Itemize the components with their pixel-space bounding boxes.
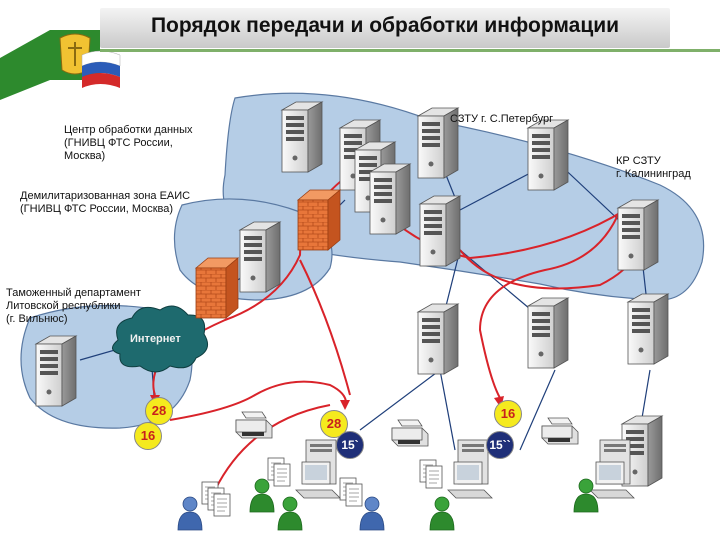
badge-28: 28 xyxy=(145,397,173,425)
label-kaliningrad: КР СЗТУ г. Калининград xyxy=(616,155,691,180)
russian-flag xyxy=(81,50,121,88)
server-icon xyxy=(281,101,323,173)
green-banner xyxy=(0,30,50,100)
badge-15: 15` xyxy=(336,431,364,459)
printer-icon xyxy=(391,419,429,447)
document-icon xyxy=(345,483,363,507)
printer-icon xyxy=(235,411,273,439)
label-data-center: Центр обработки данных (ГНИВЦ ФТС России… xyxy=(64,124,193,162)
route-to-office-2 xyxy=(299,259,351,396)
badge-15: 15`` xyxy=(486,431,514,459)
firewall-icon xyxy=(297,189,341,251)
printer-icon xyxy=(541,417,579,445)
user-icon xyxy=(277,496,303,531)
badge-16: 16 xyxy=(134,422,162,450)
workstation-icon xyxy=(295,439,341,499)
printers xyxy=(235,411,579,447)
page-title: Порядок передачи и обработки информации xyxy=(150,14,620,37)
label-lithuania: Таможенный департамент Литовской республ… xyxy=(6,287,141,325)
firewall-icon xyxy=(195,257,239,319)
server-icon xyxy=(627,293,669,365)
label-dmz: Демилитаризованная зона ЕАИС (ГНИВЦ ФТС … xyxy=(20,190,191,215)
server-icon xyxy=(239,221,281,293)
route-to-office-1 xyxy=(169,380,347,421)
user-icon xyxy=(249,478,275,513)
badge-16: 16 xyxy=(494,400,522,428)
document-icon xyxy=(213,493,231,517)
users xyxy=(177,478,599,531)
label-spb: СЗТУ г. С.Петербург xyxy=(450,113,554,125)
server-icon xyxy=(617,199,659,271)
server-icon xyxy=(527,119,569,191)
server-icon xyxy=(417,303,459,375)
document-icon xyxy=(425,465,443,489)
user-icon xyxy=(177,496,203,531)
document-icon xyxy=(273,463,291,487)
internet-cloud xyxy=(112,305,209,373)
server-icon xyxy=(419,195,461,267)
route-kaliningrad xyxy=(478,209,621,399)
cloud-icon xyxy=(112,305,209,373)
workstation-icon xyxy=(589,439,635,499)
user-icon xyxy=(429,496,455,531)
user-icon xyxy=(359,496,385,531)
title-underline xyxy=(100,49,720,52)
server-icon xyxy=(527,297,569,369)
user-icon xyxy=(573,478,599,513)
server-icon xyxy=(369,163,411,235)
label-internet: Интернет xyxy=(130,333,181,345)
title-bar xyxy=(100,8,670,48)
server-icon xyxy=(35,335,77,407)
header-logo xyxy=(0,30,121,100)
